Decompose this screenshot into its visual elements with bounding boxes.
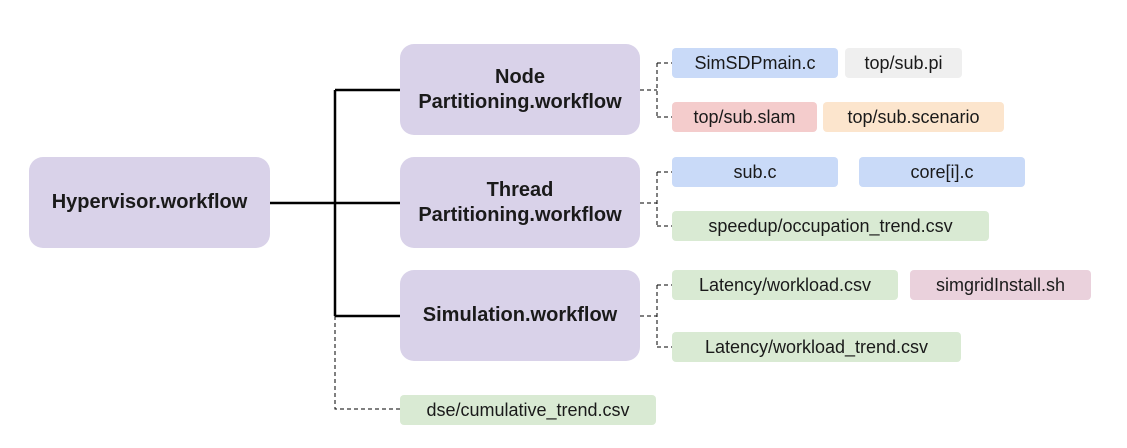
dashed-node-files: [640, 62, 672, 118]
node-partitioning-workflow-node[interactable]: Node Partitioning.workflow: [400, 44, 640, 135]
file-top-sub-slam[interactable]: top/sub.slam: [672, 102, 817, 132]
dashed-root-output: [334, 316, 400, 410]
file-core-i-c[interactable]: core[i].c: [859, 157, 1025, 187]
file-simsdp-main[interactable]: SimSDPmain.c: [672, 48, 838, 78]
node-partitioning-workflow-label: Node Partitioning.workflow: [418, 65, 622, 113]
thread-partitioning-workflow-label: Thread Partitioning.workflow: [418, 178, 622, 226]
dashed-simulation-files: [640, 284, 672, 348]
thread-partitioning-workflow-node[interactable]: Thread Partitioning.workflow: [400, 157, 640, 248]
simulation-workflow-node[interactable]: Simulation.workflow: [400, 270, 640, 361]
file-latency-workload[interactable]: Latency/workload.csv: [672, 270, 898, 300]
hypervisor-workflow-label: Hypervisor.workflow: [51, 191, 248, 213]
hypervisor-workflow-node[interactable]: Hypervisor.workflow: [29, 157, 270, 248]
file-dse-cumulative-trend[interactable]: dse/cumulative_trend.csv: [400, 395, 656, 425]
file-simgrid-install[interactable]: simgridInstall.sh: [910, 270, 1091, 300]
simulation-workflow-label: Simulation.workflow: [422, 304, 618, 326]
file-top-sub-pi[interactable]: top/sub.pi: [845, 48, 962, 78]
file-latency-workload-trend[interactable]: Latency/workload_trend.csv: [672, 332, 961, 362]
file-top-sub-scenario[interactable]: top/sub.scenario: [823, 102, 1004, 132]
file-speedup-occupation-trend[interactable]: speedup/occupation_trend.csv: [672, 211, 989, 241]
dashed-thread-files: [640, 171, 672, 227]
file-sub-c[interactable]: sub.c: [672, 157, 838, 187]
